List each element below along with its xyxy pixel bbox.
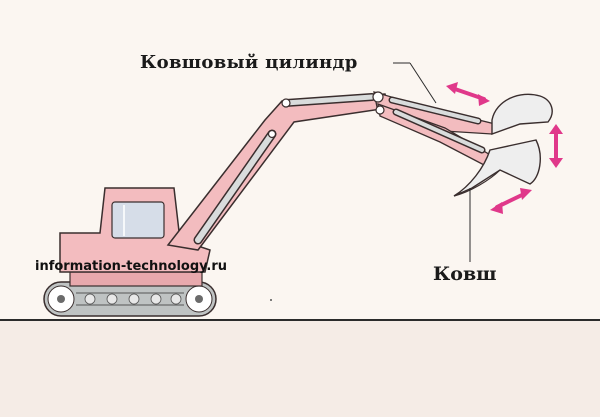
pivot-joints [267,91,385,139]
cab-window [111,201,165,239]
site-watermark: information-technology.ru [35,259,228,274]
boom-arm [166,93,389,251]
motion-arrows [446,82,563,214]
turntable-base [69,271,203,287]
boom-top-cylinder [282,93,376,107]
crawler-track [43,281,217,317]
bucket-label: Ковш [433,263,497,285]
bucket-cylinder [388,96,486,154]
boom-cylinder [193,129,277,245]
bucket-upper [491,93,553,135]
bucket-cylinder-label: Ковшовый цилиндр [140,52,358,73]
ground-fill [0,320,600,417]
